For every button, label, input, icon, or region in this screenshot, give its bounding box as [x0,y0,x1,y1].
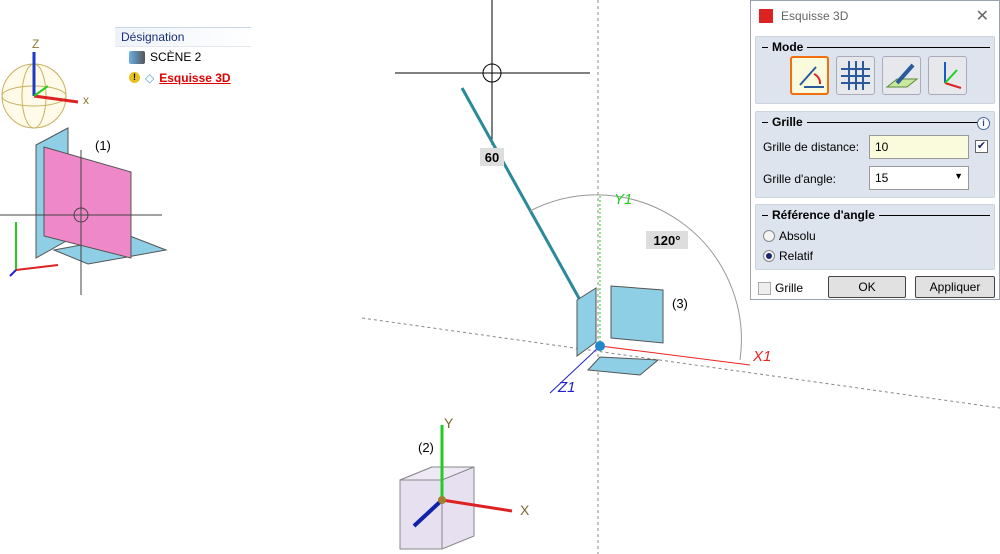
plane-draw-mode-button[interactable] [882,56,921,95]
z1-label: Z1 [557,379,576,396]
angle-reference-group: Référence d'angle Absolu Relatif [755,204,995,270]
y1-label: Y1 [614,191,632,208]
angle-mode-button[interactable] [790,56,829,95]
close-icon[interactable]: ✕ [975,8,989,25]
absolute-radio[interactable]: Absolu [763,229,816,243]
label-3: (3) [672,296,688,311]
z1-axis [549,345,601,394]
tree-header: Désignation [115,27,251,46]
globe-z-label: Z [32,37,39,51]
pencil-plane-icon [885,63,919,88]
grid-mode-button[interactable] [836,56,875,95]
grid-distance-input[interactable]: 10 [869,135,969,159]
radio-icon [763,230,775,242]
tree-item-sketch[interactable]: ! ◇ Esquisse 3D [115,67,251,88]
label-1: (1) [95,138,111,153]
scene-icon [129,50,145,64]
horizontal-dotted-axis [361,317,1000,409]
angle-reference-heading: Référence d'angle [768,208,879,222]
relative-label: Relatif [779,249,814,263]
grid-checkbox-label: Grille [775,281,804,295]
angle-line-icon [799,66,824,88]
tree-item-label: SCÈNE 2 [150,50,202,64]
dropdown-arrow-icon: ▼ [954,171,963,181]
mode-group: Mode [755,36,995,104]
side-plane [576,287,597,357]
grid-angle-select[interactable]: 15 ▼ [869,166,969,190]
grid-distance-checkbox[interactable]: ✔ [975,140,988,153]
axes-icon [944,62,962,89]
crosshair-cursor [395,0,590,145]
view-cube[interactable] [399,425,513,550]
cube-y-label: Y [444,415,454,431]
ok-button[interactable]: OK [828,276,906,298]
radio-icon [763,250,775,262]
warning-icon: ! [129,72,140,83]
dialog-title: Esquisse 3D [781,9,849,23]
info-icon[interactable]: i [977,117,990,130]
grid-checkbox[interactable]: Grille [758,281,803,295]
relative-radio[interactable]: Relatif [763,249,813,263]
length-badge [480,148,504,166]
grid-angle-label: Grille d'angle: [763,172,836,186]
feature-tree: Désignation SCÈNE 2 ! ◇ Esquisse 3D [115,27,251,88]
bottom-plane [586,356,660,376]
grid-icon [841,61,870,90]
grid-distance-label: Grille de distance: [763,140,860,154]
tree-item-label: Esquisse 3D [159,70,231,85]
angle-arc [529,194,742,361]
illustration-1 [0,127,168,295]
sketch-icon: ◇ [145,70,155,85]
grid-group: Grille i Grille de distance: 10 ✔ Grille… [755,111,995,198]
sketch-line[interactable] [460,87,582,301]
app-icon [759,9,773,23]
x1-label: X1 [752,348,771,365]
absolute-label: Absolu [779,229,816,243]
grid-angle-value: 15 [875,171,889,185]
grid-heading: Grille [768,115,807,129]
cube-x-label: X [520,502,530,518]
origin-point[interactable] [595,341,605,351]
apply-button[interactable]: Appliquer [915,276,995,298]
mode-heading: Mode [768,40,808,54]
dialog-titlebar: Esquisse 3D [751,1,999,31]
angle-label: 120° [654,233,681,248]
length-label: 60 [485,150,499,165]
axes-mode-button[interactable] [928,56,967,95]
front-plane [610,285,664,344]
angle-badge [646,231,688,249]
tree-item-scene[interactable]: SCÈNE 2 [115,46,251,67]
orientation-globe[interactable]: Z x [1,37,89,129]
checkbox-icon [758,281,771,295]
sketch-3d-dialog: Esquisse 3D ✕ Mode Grille i Grille de di… [750,0,1000,300]
globe-x-label: x [83,93,89,107]
label-2: (2) [418,440,434,455]
x1-axis [599,345,751,366]
